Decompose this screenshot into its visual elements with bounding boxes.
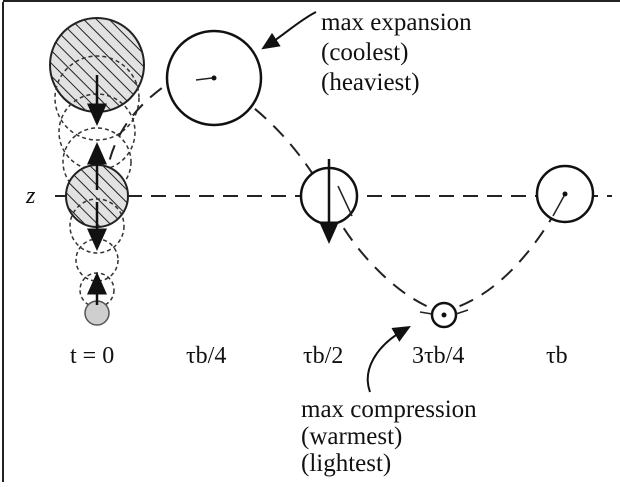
full-period-parcel [535, 164, 595, 224]
expansion-label-1: max expansion [321, 9, 472, 36]
half-period-parcel [299, 159, 359, 244]
expansion-label-2: (coolest) [321, 39, 408, 66]
dashed-parcel-3 [62, 127, 132, 197]
dashed-parcel-4 [69, 198, 125, 254]
compression-label-2: (warmest) [301, 423, 402, 450]
dashed-parcel-1 [54, 55, 140, 141]
returned-trajectory [552, 195, 565, 217]
parcel-center-dot [211, 75, 217, 81]
time-label-half: τb/2 [303, 343, 343, 369]
compression-pointer [366, 326, 411, 393]
compressed-center-dot [441, 312, 447, 318]
expansion-pointer [261, 11, 317, 50]
expansion-label-3: (heaviest) [321, 69, 420, 96]
compressed-trajectory-right [455, 309, 469, 315]
trajectory-inside-half [337, 185, 353, 217]
compression-annotation: max compression (warmest) (lightest) [301, 326, 477, 477]
trajectory-segment [195, 77, 213, 81]
time-label-t0: t = 0 [70, 343, 114, 369]
time-label-three-quarter: 3τb/4 [412, 343, 464, 369]
t0-parcel-column [49, 17, 145, 326]
compressed-trajectory-left [419, 311, 433, 315]
dashed-parcel-5 [75, 238, 119, 282]
time-label-full: τb [546, 343, 568, 369]
compression-label-1: max compression [301, 396, 477, 423]
compression-label-3: (lightest) [301, 450, 391, 477]
time-label-quarter: τb/4 [186, 343, 226, 369]
quarter-period-parcel [165, 29, 263, 127]
z-axis-label: z [25, 183, 36, 209]
three-quarter-period-parcel [419, 301, 469, 329]
expansion-annotation: max expansion (coolest) (heaviest) [261, 9, 472, 96]
returned-center-dot [562, 191, 568, 197]
